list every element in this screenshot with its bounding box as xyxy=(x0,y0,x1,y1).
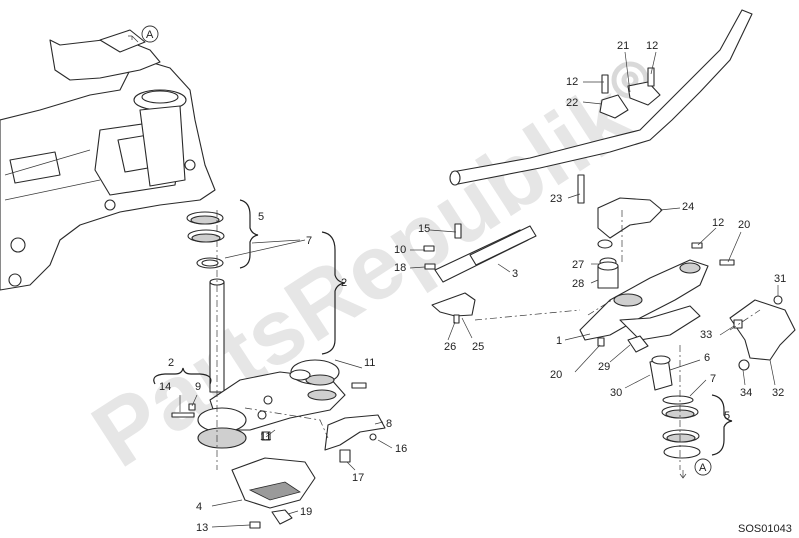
callout-5-right: 5 xyxy=(724,410,730,422)
callout-24: 24 xyxy=(682,201,694,213)
drawing-code: SOS01043 xyxy=(738,523,792,535)
frame-assembly xyxy=(0,29,216,291)
callout-19: 19 xyxy=(300,506,312,518)
callout-26: 26 xyxy=(444,341,456,353)
callout-17: 17 xyxy=(352,472,364,484)
left-steering-column xyxy=(171,210,386,529)
callout-numbers: 1 2 2 3 4 5 5 6 7 7 8 9 10 11 11 12 12 1… xyxy=(159,40,786,534)
callout-22: 22 xyxy=(566,97,578,109)
brace-group-left xyxy=(153,199,346,385)
callout-7-right: 7 xyxy=(710,373,716,385)
callout-30: 30 xyxy=(610,387,622,399)
callout-13: 13 xyxy=(196,522,208,534)
callout-20-right: 20 xyxy=(738,219,750,231)
callout-18: 18 xyxy=(394,262,406,274)
brace-group-right xyxy=(711,394,733,456)
callout-5-left: 5 xyxy=(258,211,264,223)
callout-11-right: 11 xyxy=(364,357,375,369)
callout-21: 21 xyxy=(617,40,629,52)
callout-23: 23 xyxy=(550,193,562,205)
callout-28: 28 xyxy=(572,278,584,290)
callout-31: 31 xyxy=(774,273,786,285)
ref-a-top-label: A xyxy=(146,29,154,41)
callout-34: 34 xyxy=(740,387,752,399)
ref-a-bottom-label: A xyxy=(699,462,707,474)
callout-16: 16 xyxy=(395,443,407,455)
callout-8: 8 xyxy=(386,418,392,430)
callout-11-lower: 11 xyxy=(260,431,271,443)
callout-29: 29 xyxy=(598,361,610,373)
leader-lines xyxy=(179,51,779,528)
callout-12-side: 12 xyxy=(712,217,724,229)
reference-marker-bottom: A xyxy=(679,458,712,479)
steering-damper-assembly xyxy=(423,223,581,324)
callout-3: 3 xyxy=(512,268,518,280)
callout-7-left: 7 xyxy=(306,235,312,247)
callout-12-top-left: 12 xyxy=(566,76,578,88)
callout-2-left: 2 xyxy=(168,357,174,369)
callout-14: 14 xyxy=(159,381,171,393)
callout-6: 6 xyxy=(704,352,710,364)
callout-33: 33 xyxy=(700,329,712,341)
callout-9: 9 xyxy=(195,381,201,393)
callout-1: 1 xyxy=(556,335,562,347)
callout-27: 27 xyxy=(572,259,584,271)
callout-4: 4 xyxy=(196,501,202,513)
callout-15: 15 xyxy=(418,223,430,235)
callout-2-right: 2 xyxy=(341,277,347,289)
callout-10: 10 xyxy=(394,244,406,256)
reference-marker-top: A xyxy=(128,25,159,43)
callout-12-top-right: 12 xyxy=(646,40,658,52)
callout-20-left: 20 xyxy=(550,369,562,381)
handlebar-assembly xyxy=(449,9,796,470)
callout-25: 25 xyxy=(472,341,484,353)
callout-32: 32 xyxy=(772,387,784,399)
